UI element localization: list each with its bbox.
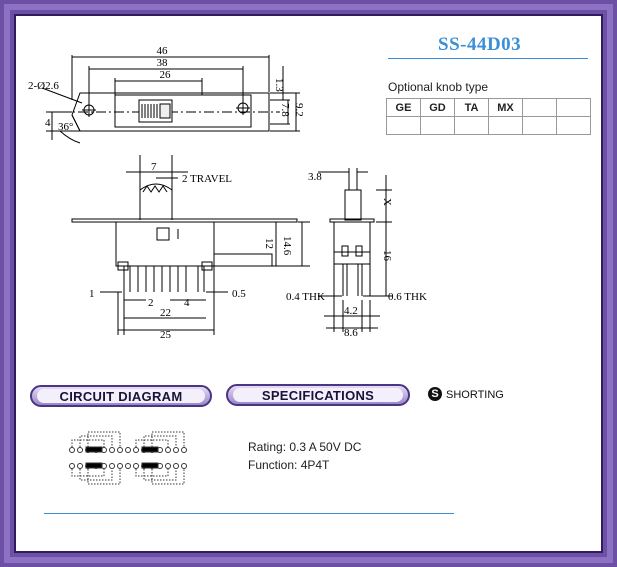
dim-8-6: 8.6	[344, 327, 358, 339]
knob-empty-cell	[420, 116, 455, 135]
side-body	[333, 221, 371, 265]
dimension-labels: 46 38 26 2-Ø2.6 1.3 7.8 9.2 4 36° 7 2 TR…	[28, 45, 427, 341]
dim-holes: 2-Ø2.6	[28, 80, 59, 92]
circuit-symbol	[69, 431, 187, 485]
dim-4-gap: 4	[184, 297, 190, 309]
side-view	[318, 168, 392, 332]
dim-0-5: 0.5	[232, 288, 246, 300]
dim-3-8: 3.8	[308, 171, 322, 183]
knob-type-cell: TA	[454, 98, 489, 117]
dim-0-4-thk: 0.4 THK	[286, 291, 325, 303]
knob-type-cell: MX	[488, 98, 523, 117]
dim-travel: 2 TRAVEL	[182, 173, 232, 185]
knob-empty-cell	[454, 116, 489, 135]
specifications-label: SPECIFICATIONS	[261, 388, 375, 403]
dim-1: 1	[89, 288, 95, 300]
dim-14-6: 14.6	[281, 236, 293, 256]
dim-46: 46	[157, 45, 169, 57]
side-knob	[344, 189, 362, 221]
dim-7: 7	[151, 161, 157, 173]
dim-4: 4	[45, 117, 51, 129]
circuit-diagram-heading: CIRCUIT DIAGRAM	[30, 385, 212, 407]
part-number-title: SS-44D03	[438, 34, 522, 55]
dim-2: 2	[148, 297, 154, 309]
circuit-right	[133, 431, 187, 485]
circuit-left	[69, 431, 131, 485]
spec-rating: Rating: 0.3 A 50V DC	[248, 440, 362, 454]
front-pins	[123, 266, 205, 292]
dim-26: 26	[160, 69, 172, 81]
footer-rule	[44, 513, 454, 514]
top-view	[41, 55, 300, 144]
knob-type-cell: GD	[420, 98, 455, 117]
dim-0-6-thk: 0.6 THK	[388, 291, 427, 303]
knob-empty-cell	[386, 116, 421, 135]
title-underline	[388, 58, 588, 59]
shorting-icon: S	[428, 387, 442, 401]
dim-12: 12	[263, 238, 275, 249]
circuit-diagram-label: CIRCUIT DIAGRAM	[59, 389, 183, 404]
dim-7-8: 7.8	[279, 103, 291, 117]
top-plate	[71, 92, 270, 132]
knob-type-table: GE GD TA MX	[386, 98, 591, 135]
knob-empty-cell	[488, 116, 523, 135]
knob-empty-cell	[556, 116, 591, 135]
knob-type-title: Optional knob type	[388, 80, 489, 94]
spec-function: Function: 4P4T	[248, 458, 330, 472]
knob-type-cell	[522, 98, 557, 117]
dim-4-2: 4.2	[344, 305, 358, 317]
knob-empty-cell	[522, 116, 557, 135]
dim-9-2: 9.2	[293, 103, 305, 117]
shorting-label: SHORTING	[446, 389, 504, 401]
dim-angle: 36°	[58, 121, 73, 133]
dim-38: 38	[157, 57, 169, 69]
front-body	[115, 221, 215, 267]
dim-25: 25	[160, 329, 172, 341]
dim-16: 16	[381, 250, 393, 262]
knob-type-cell: GE	[386, 98, 421, 117]
dim-22: 22	[160, 307, 171, 319]
front-view	[71, 155, 310, 335]
top-slot	[114, 94, 252, 128]
dim-1-3: 1.3	[273, 78, 285, 92]
knob-type-cell	[556, 98, 591, 117]
specifications-heading: SPECIFICATIONS	[226, 384, 410, 406]
dim-x: X	[381, 198, 393, 206]
